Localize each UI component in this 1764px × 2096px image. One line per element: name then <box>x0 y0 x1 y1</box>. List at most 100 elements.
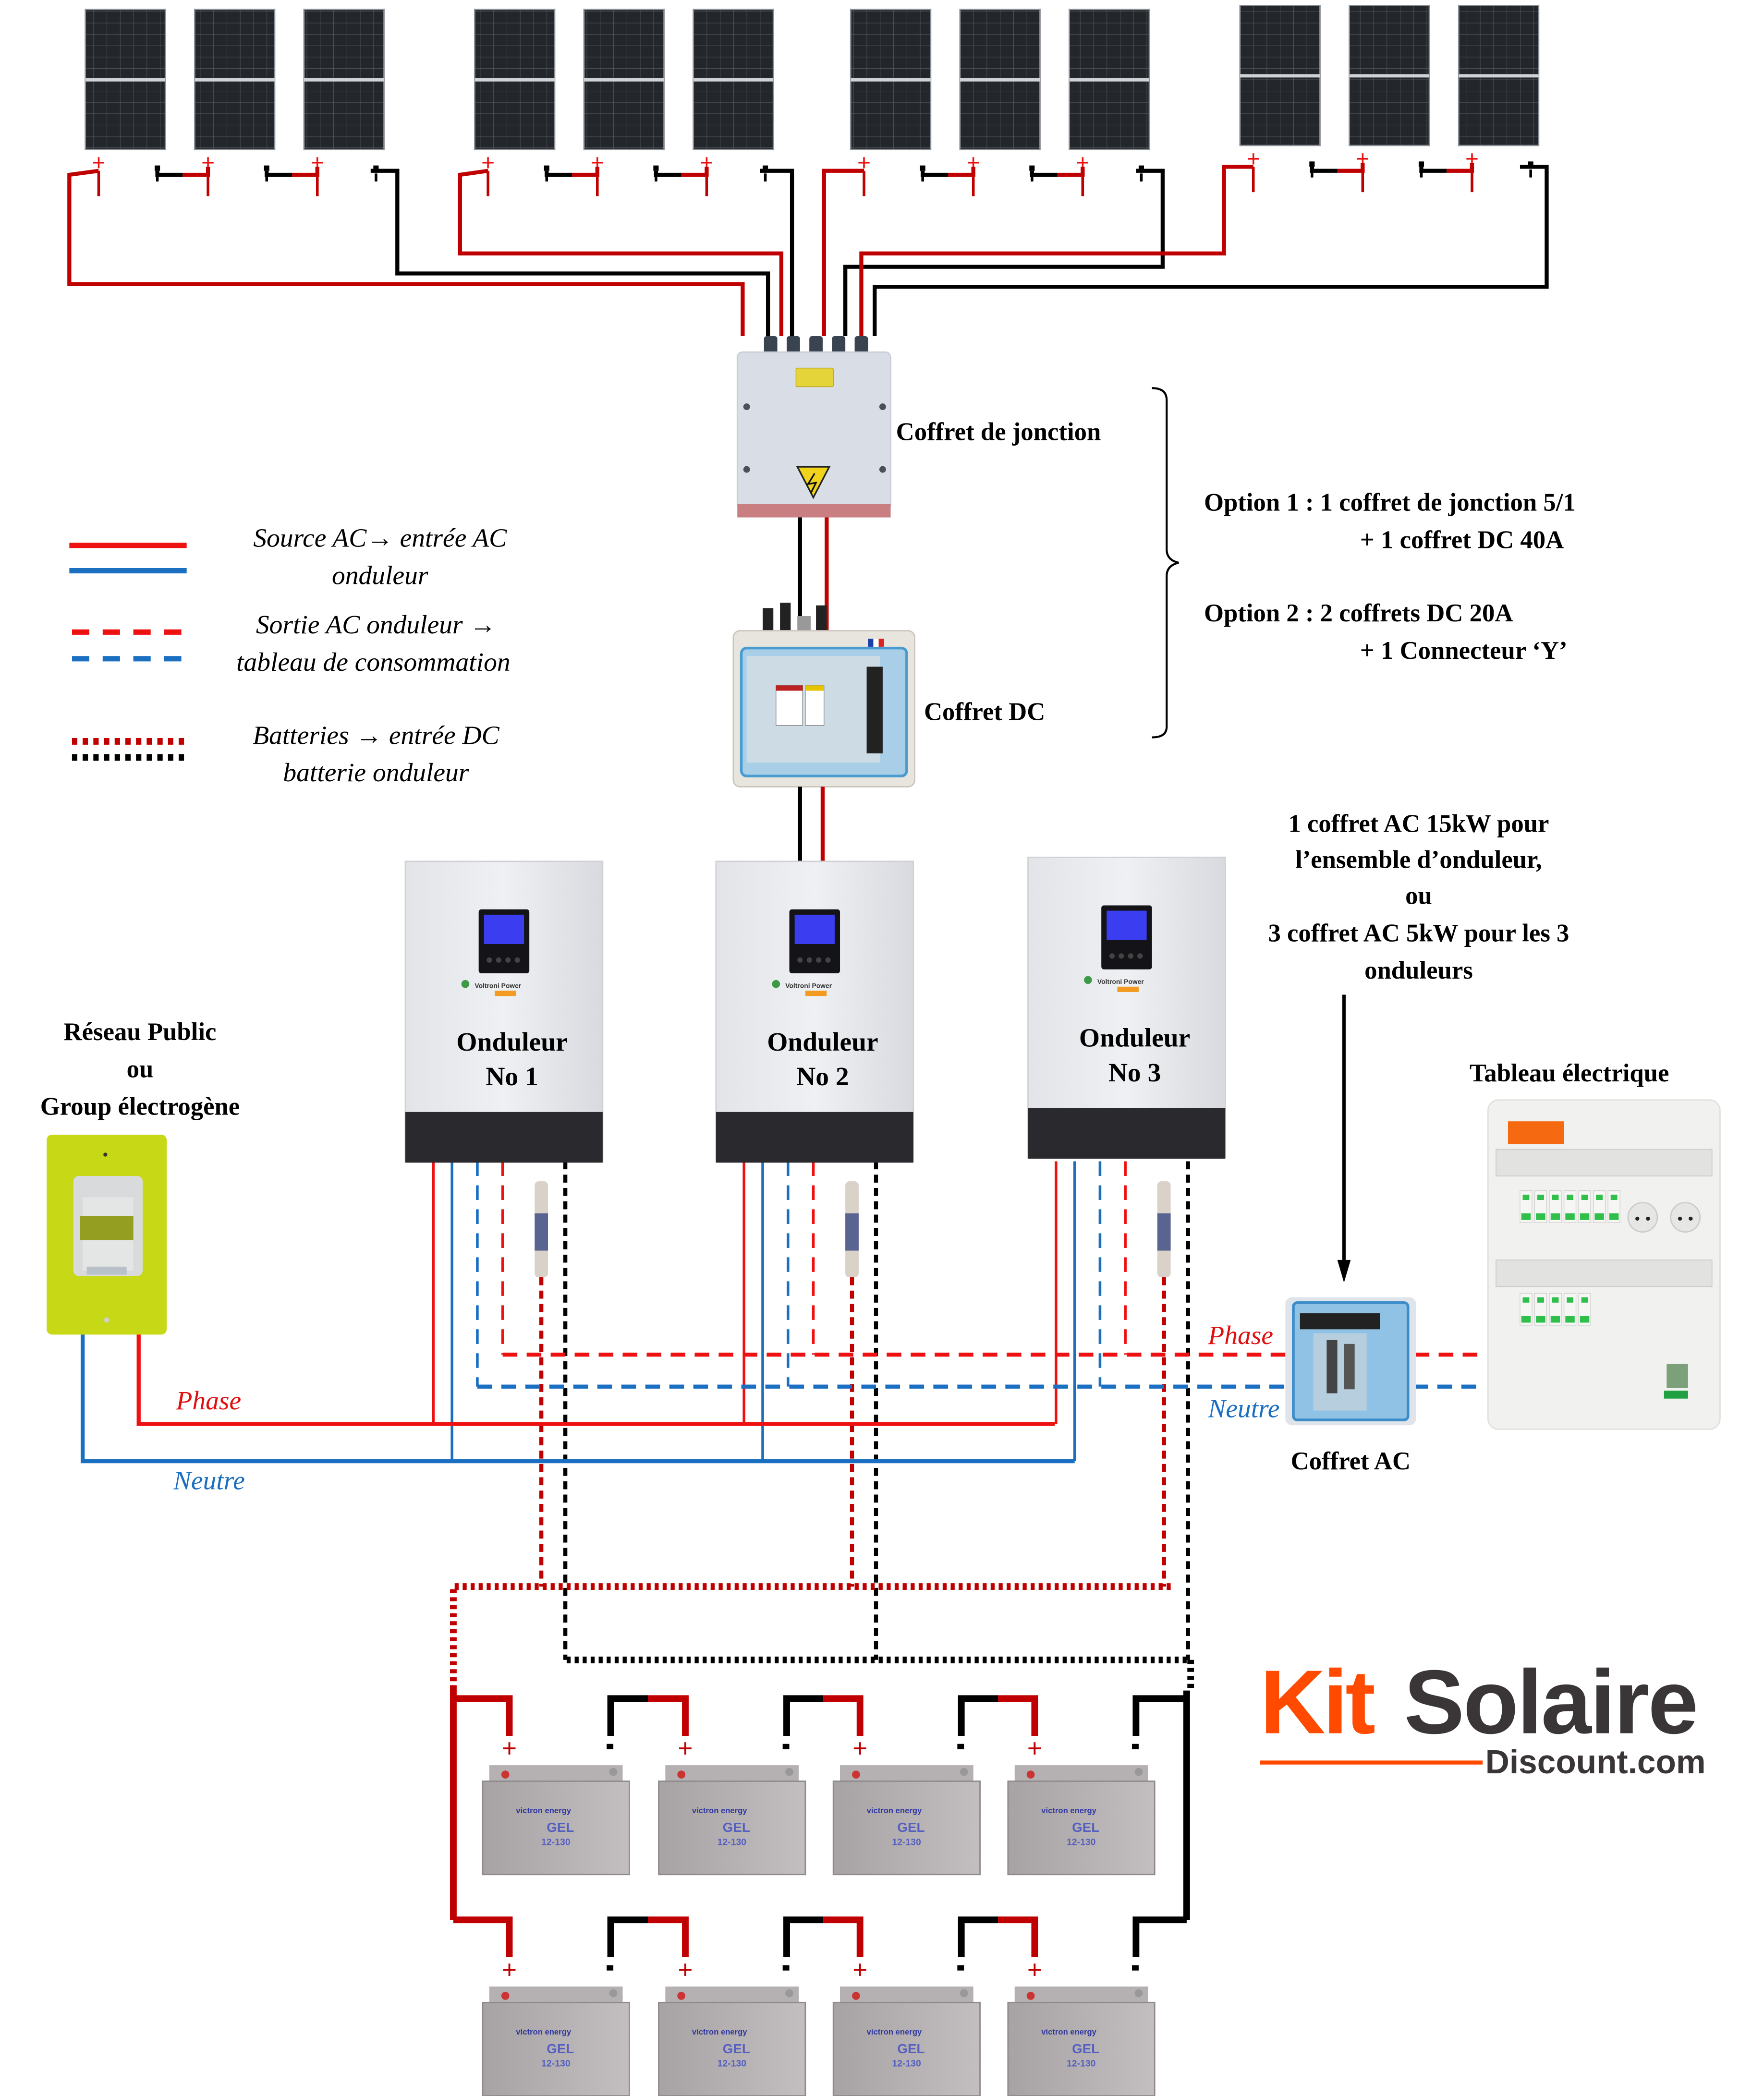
battery-type: GEL <box>723 1820 750 1835</box>
battery-row-negative <box>1132 1916 1187 1957</box>
svg-text:3 coffret AC 5kW pour les 3: 3 coffret AC 5kW pour les 3 <box>1268 919 1569 947</box>
brand-tag <box>805 991 827 996</box>
phase-output-label: Phase <box>1207 1321 1273 1350</box>
battery-negative-post <box>1134 1768 1143 1776</box>
negative-terminal-icon <box>920 165 925 171</box>
electric-meter <box>47 1134 167 1335</box>
brand-tag <box>1117 986 1139 992</box>
battery-type: GEL <box>897 1820 925 1835</box>
svg-text:batterie onduleur: batterie onduleur <box>283 758 469 788</box>
ac-box <box>1285 1297 1416 1426</box>
battery-negative-post <box>1134 1989 1143 1998</box>
battery-positive-post <box>1026 1770 1035 1779</box>
option-1-line-1: Option 1 : 1 coffret de jonction 5/1 <box>1204 489 1576 517</box>
battery-negative-post <box>785 1989 793 1998</box>
battery-body <box>832 2001 981 2096</box>
negative-terminal-icon <box>1418 161 1424 167</box>
breaker-toggle <box>1521 1316 1531 1323</box>
battery-type: GEL <box>723 2041 750 2056</box>
inverter-brand: Voltroni Power <box>1097 978 1144 985</box>
inverter-button <box>816 957 822 963</box>
ac-input-neutral-bus <box>80 1333 1075 1464</box>
battery-row-positive <box>453 1916 513 1957</box>
battery-model: 12-130 <box>892 1837 921 1848</box>
breaker-toggle <box>1550 1316 1560 1323</box>
negative-terminal-icon <box>1132 1744 1139 1749</box>
phase-input-label: Phase <box>175 1386 241 1416</box>
battery-body <box>658 1781 806 1876</box>
options-bracket <box>1152 387 1179 739</box>
battery-positive-bus <box>450 1583 1174 1689</box>
solar-panel: + <box>583 9 665 196</box>
inverter-button <box>496 957 501 963</box>
inverter-button <box>1128 953 1133 959</box>
high-voltage-warning-icon <box>796 466 831 499</box>
panel-divider <box>85 78 166 82</box>
svg-text:tableau de consommation: tableau de consommation <box>236 648 511 677</box>
battery-fuse <box>1157 1181 1171 1278</box>
junction-box-glands <box>764 336 868 355</box>
brand-logo-icon <box>461 980 470 988</box>
battery-series-jumper <box>607 1695 648 1736</box>
breaker-indicator <box>1581 1194 1588 1200</box>
battery-brand: victron energy <box>867 1806 922 1815</box>
inverter-lcd <box>1107 910 1147 940</box>
breaker-indicator <box>1552 1297 1559 1303</box>
option-1-line-2: + 1 coffret DC 40A <box>1360 526 1564 554</box>
positive-terminal-icon: + <box>502 1734 517 1763</box>
legend-item-dashed: Sortie AC onduleur → tableau de consomma… <box>72 610 511 677</box>
series-jumper <box>572 167 599 177</box>
svg-text:Source AC→ entrée AC: Source AC→ entrée AC <box>253 524 507 553</box>
series-jumper <box>1419 167 1447 173</box>
string-home-run <box>67 169 745 336</box>
negative-terminal-icon <box>957 1965 964 1971</box>
battery-negative-post <box>609 1768 618 1776</box>
series-jumper <box>654 170 681 177</box>
dc-box <box>732 603 915 788</box>
panel-board-label: Tableau électrique <box>1470 1059 1669 1087</box>
logo-solaire: Solaire <box>1404 1652 1697 1753</box>
solar-panel: + <box>1069 9 1150 196</box>
positive-terminal-icon: + <box>1027 1734 1043 1763</box>
battery-body <box>832 1781 981 1876</box>
battery-model: 12-130 <box>718 1837 746 1848</box>
grid-source-line-2: ou <box>127 1055 154 1083</box>
battery-model: 12-130 <box>541 2059 570 2069</box>
positive-terminal-icon: + <box>1027 1955 1043 1985</box>
dc-box-label: Coffret DC <box>924 698 1045 726</box>
logo-kit: Kit <box>1260 1652 1375 1753</box>
inverter-button <box>487 957 492 963</box>
battery-type: GEL <box>1072 2041 1099 2056</box>
panel-board <box>1487 1099 1721 1430</box>
solar-string-wiring <box>67 163 1549 336</box>
battery-model: 12-130 <box>1067 1837 1095 1848</box>
svg-text:Batteries → entrée DC: Batteries → entrée DC <box>253 721 499 751</box>
battery-positive-post <box>677 1992 686 2000</box>
series-jumper <box>265 170 292 177</box>
negative-terminal-icon <box>607 1965 614 1971</box>
breaker-indicator <box>1596 1194 1603 1200</box>
breaker-toggle <box>1594 1213 1604 1220</box>
svg-text:1 coffret AC 15kW pour: 1 coffret AC 15kW pour <box>1288 810 1549 838</box>
battery-fuse <box>845 1181 859 1278</box>
positive-terminal-icon: + <box>678 1955 693 1985</box>
battery-series-jumper <box>783 1916 824 1957</box>
solar-array: ++++++++++++ <box>85 5 1540 196</box>
solar-panel: + <box>1239 5 1321 193</box>
warning-label <box>795 367 834 388</box>
panel-divider <box>584 78 664 82</box>
battery-negative-post <box>785 1768 793 1776</box>
inverter-number: No 1 <box>486 1062 538 1091</box>
battery-series-jumper <box>823 1695 864 1736</box>
series-jumper <box>1447 163 1474 173</box>
svg-text:l’ensemble d’onduleur,: l’ensemble d’onduleur, <box>1295 846 1542 874</box>
junction-box <box>736 336 891 518</box>
panel-divider <box>1349 74 1430 78</box>
inverter-button <box>1137 953 1143 959</box>
